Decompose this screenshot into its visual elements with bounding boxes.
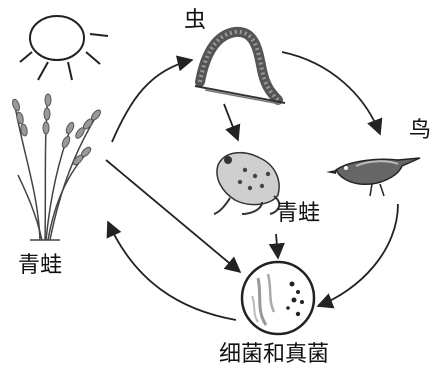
arrow-insect-to-frog (224, 104, 238, 140)
label-rice: 青蛙 (18, 255, 62, 277)
arrow-microbes-to-rice (108, 222, 236, 320)
rice-plant-icon (11, 94, 102, 240)
label-frog: 青蛙 (276, 203, 320, 225)
label-microbes: 细菌和真菌 (219, 344, 329, 366)
frog-icon (214, 153, 279, 214)
bird-icon (326, 158, 420, 196)
sun-icon (20, 16, 108, 80)
arrow-insect-to-bird (282, 52, 380, 134)
arrow-bird-to-microbes (318, 204, 398, 306)
microbe-dish-icon (242, 262, 314, 334)
label-insect: 虫 (184, 10, 206, 32)
arrow-rice-to-insect (112, 60, 192, 142)
caterpillar-icon (195, 32, 285, 104)
arrow-frog-to-microbes (276, 234, 278, 258)
label-bird: 鸟 (409, 120, 431, 142)
